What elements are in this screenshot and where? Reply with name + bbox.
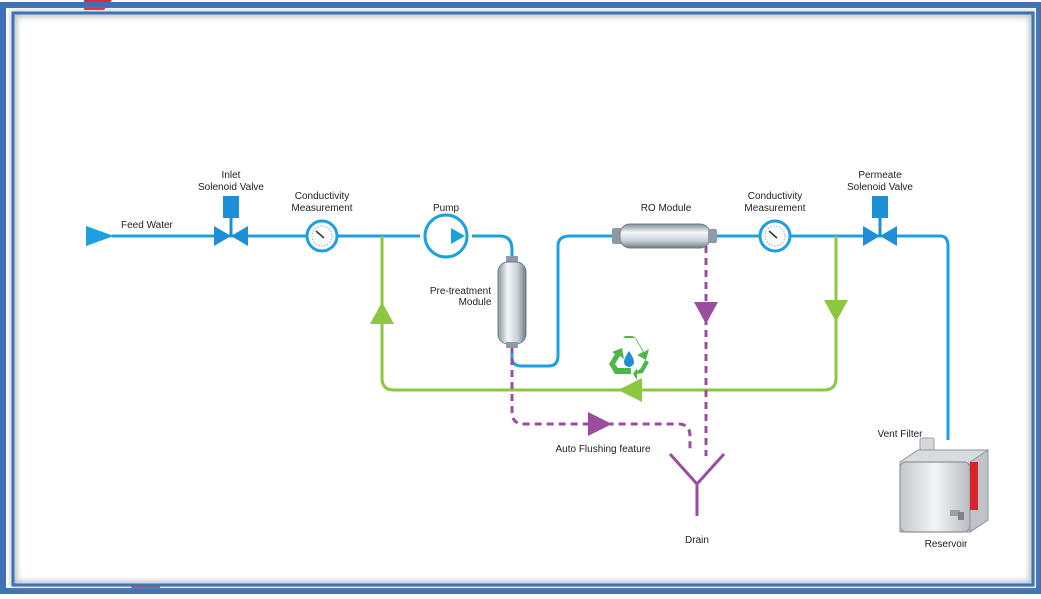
pretreatment-label-line2: Module [459, 297, 492, 308]
drain-label: Drain [685, 535, 709, 546]
vent-filter-label: Vent Filter [877, 429, 923, 440]
feed-water-arrow [86, 226, 114, 246]
recycle-icon-arrow-2 [609, 348, 631, 374]
recycle-icon [609, 336, 649, 380]
recycle-lines [380, 236, 838, 392]
pretreat-cylinder [497, 261, 527, 345]
inlet-valve-right [231, 226, 248, 246]
ro-cap-right [708, 229, 717, 243]
permeate-valve-label-line2: Solenoid Valve [847, 182, 913, 193]
recycle-loop [380, 236, 838, 392]
inlet-valve-left [214, 226, 231, 246]
pretreat-to-ro-line [510, 234, 612, 368]
reservoir-tap [950, 510, 960, 516]
recycle-arrow-down [824, 300, 848, 322]
flush-arrow-right [588, 412, 612, 436]
conductivity-meter-2-ticks [764, 225, 786, 247]
ro-cap-left [612, 228, 622, 244]
inlet-valve-label-line1: Inlet [222, 170, 241, 181]
conductivity2-label-line1: Conductivity [748, 191, 802, 202]
feed-water-label: Feed Water [121, 220, 174, 231]
recycle-icon-arrow-3 [633, 360, 649, 380]
conductivity1-label-line1: Conductivity [295, 191, 349, 202]
pump-label: Pump [433, 203, 460, 214]
pump-triangle [451, 228, 465, 244]
recycle-arrows [370, 300, 848, 402]
water-lines [112, 234, 950, 440]
pump[interactable] [423, 213, 469, 259]
ro-cylinder [619, 223, 711, 249]
drain-funnel [668, 452, 726, 516]
conductivity-meter-2-needle [768, 230, 778, 239]
reservoir-level-stripe [970, 462, 978, 510]
permeate-valve-right [880, 226, 897, 246]
inlet-solenoid-valve[interactable] [214, 196, 248, 246]
conductivity-meter-2[interactable] [758, 219, 792, 253]
reservoir-tank[interactable] [899, 437, 989, 533]
labels: Feed Water Inlet Solenoid Valve Conducti… [121, 170, 968, 550]
frame-inner [11, 11, 1035, 587]
conductivity2-label-line2: Measurement [744, 203, 805, 214]
reservoir-tap-spout [958, 512, 964, 520]
water-drop-icon [624, 351, 634, 367]
ro-module[interactable] [612, 223, 717, 249]
conductivity-meter-1-ticks [311, 225, 333, 247]
ro-module-label: RO Module [641, 203, 692, 214]
conductivity-meter-1-needle [315, 230, 325, 239]
auto-flushing-label: Auto Flushing feature [555, 444, 650, 455]
recycle-icon-arrow-1 [623, 336, 649, 360]
auto-flush-line [510, 346, 692, 452]
pretreatment-module[interactable] [497, 256, 527, 348]
inlet-valve-actuator [223, 196, 239, 218]
pump-to-pretreat-line [472, 234, 514, 262]
permeate-valve-actuator [872, 196, 888, 218]
drain-arrows [588, 302, 718, 436]
pretreat-cap-bottom [506, 342, 518, 348]
conductivity-meter-1[interactable] [305, 219, 339, 253]
inlet-valve-label-line2: Solenoid Valve [198, 182, 264, 193]
drain-funnel-top [668, 452, 726, 487]
permeate-valve-left [863, 226, 880, 246]
conductivity1-label-line2: Measurement [291, 203, 352, 214]
pretreatment-label-line1: Pre-treatment [430, 286, 491, 297]
pretreat-cap-top [506, 256, 518, 264]
recycle-arrow-up [370, 302, 394, 324]
reservoir-label: Reservoir [925, 539, 968, 550]
recycle-arrow-left [618, 378, 642, 402]
pump-body [423, 213, 469, 259]
reservoir-front [899, 461, 971, 533]
drain-arrow-down [694, 302, 718, 324]
permeate-solenoid-valve[interactable] [863, 196, 897, 246]
permeate-valve-label-line1: Permeate [858, 170, 902, 181]
permeate-to-reservoir-line [939, 234, 950, 440]
